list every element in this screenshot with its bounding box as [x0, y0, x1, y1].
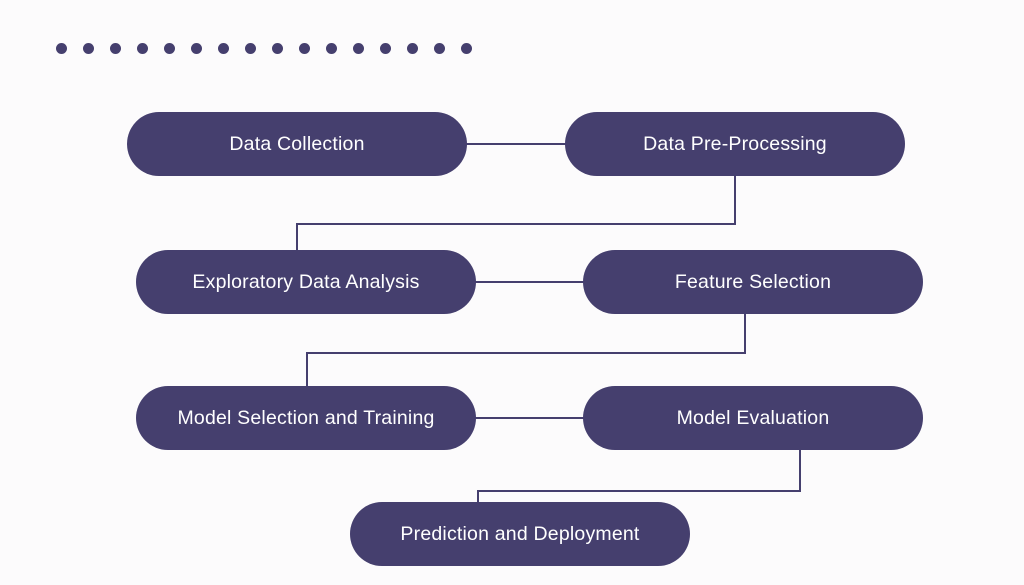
decoration-dot — [272, 43, 283, 54]
connector-feature-selection-to-model-selection-training — [306, 313, 746, 387]
decoration-dot — [299, 43, 310, 54]
decoration-dot — [380, 43, 391, 54]
node-label-data-collection: Data Collection — [229, 132, 365, 155]
node-data-collection[interactable]: Data Collection — [127, 112, 467, 176]
decoration-dot — [245, 43, 256, 54]
node-label-feature-selection: Feature Selection — [674, 270, 832, 293]
node-label-model-evaluation: Model Evaluation — [676, 406, 830, 429]
node-model-evaluation[interactable]: Model Evaluation — [583, 386, 923, 450]
node-label-data-pre-processing: Data Pre-Processing — [643, 132, 827, 155]
decoration-dot — [137, 43, 148, 54]
node-label-model-selection-training: Model Selection and Training — [177, 406, 435, 429]
decoration-dot — [326, 43, 337, 54]
decoration-dot — [191, 43, 202, 54]
decoration-dot — [83, 43, 94, 54]
decoration-dot — [164, 43, 175, 54]
node-exploratory-data-analysis[interactable]: Exploratory Data Analysis — [136, 250, 476, 314]
decoration-dot — [110, 43, 121, 54]
node-data-pre-processing[interactable]: Data Pre-Processing — [565, 112, 905, 176]
decoration-dot — [353, 43, 364, 54]
decoration-dot — [407, 43, 418, 54]
connector-model-evaluation-to-prediction-deployment — [477, 449, 801, 503]
node-model-selection-training[interactable]: Model Selection and Training — [136, 386, 476, 450]
decoration-dot — [218, 43, 229, 54]
connector-data-pre-processing-to-exploratory-data-analysis — [296, 175, 736, 251]
node-label-exploratory-data-analysis: Exploratory Data Analysis — [192, 270, 420, 293]
decoration-dot — [434, 43, 445, 54]
dot-row-decoration — [56, 43, 472, 54]
node-feature-selection[interactable]: Feature Selection — [583, 250, 923, 314]
decoration-dot — [461, 43, 472, 54]
node-prediction-deployment[interactable]: Prediction and Deployment — [350, 502, 690, 566]
node-label-prediction-deployment: Prediction and Deployment — [400, 522, 640, 545]
decoration-dot — [56, 43, 67, 54]
